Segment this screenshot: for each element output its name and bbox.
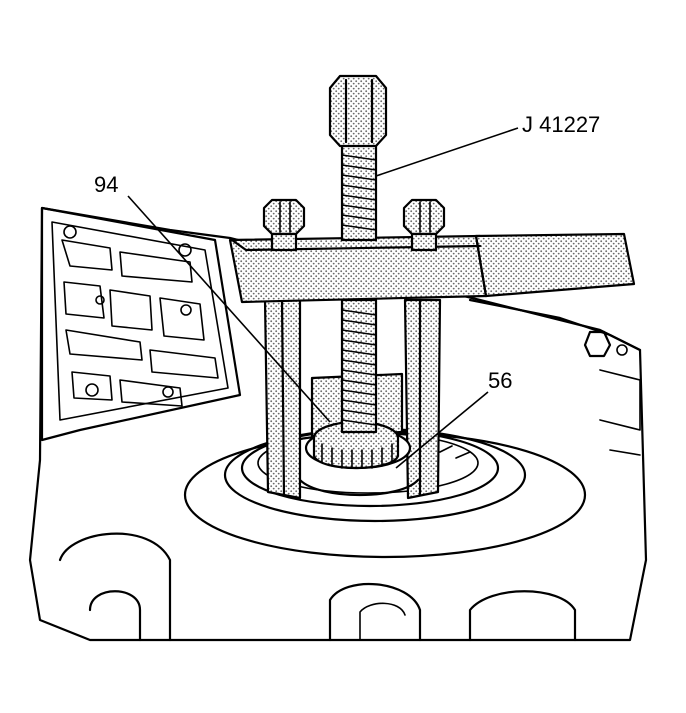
callout-tool: J 41227 xyxy=(522,112,600,137)
callout-56: 56 xyxy=(488,368,512,393)
puller-tool xyxy=(228,74,636,500)
valve-body xyxy=(40,206,242,442)
leader-tool xyxy=(375,127,519,177)
callout-94: 94 xyxy=(94,172,118,197)
case-bolt xyxy=(583,330,628,358)
leader-94 xyxy=(127,195,331,423)
leader-56 xyxy=(395,391,489,469)
